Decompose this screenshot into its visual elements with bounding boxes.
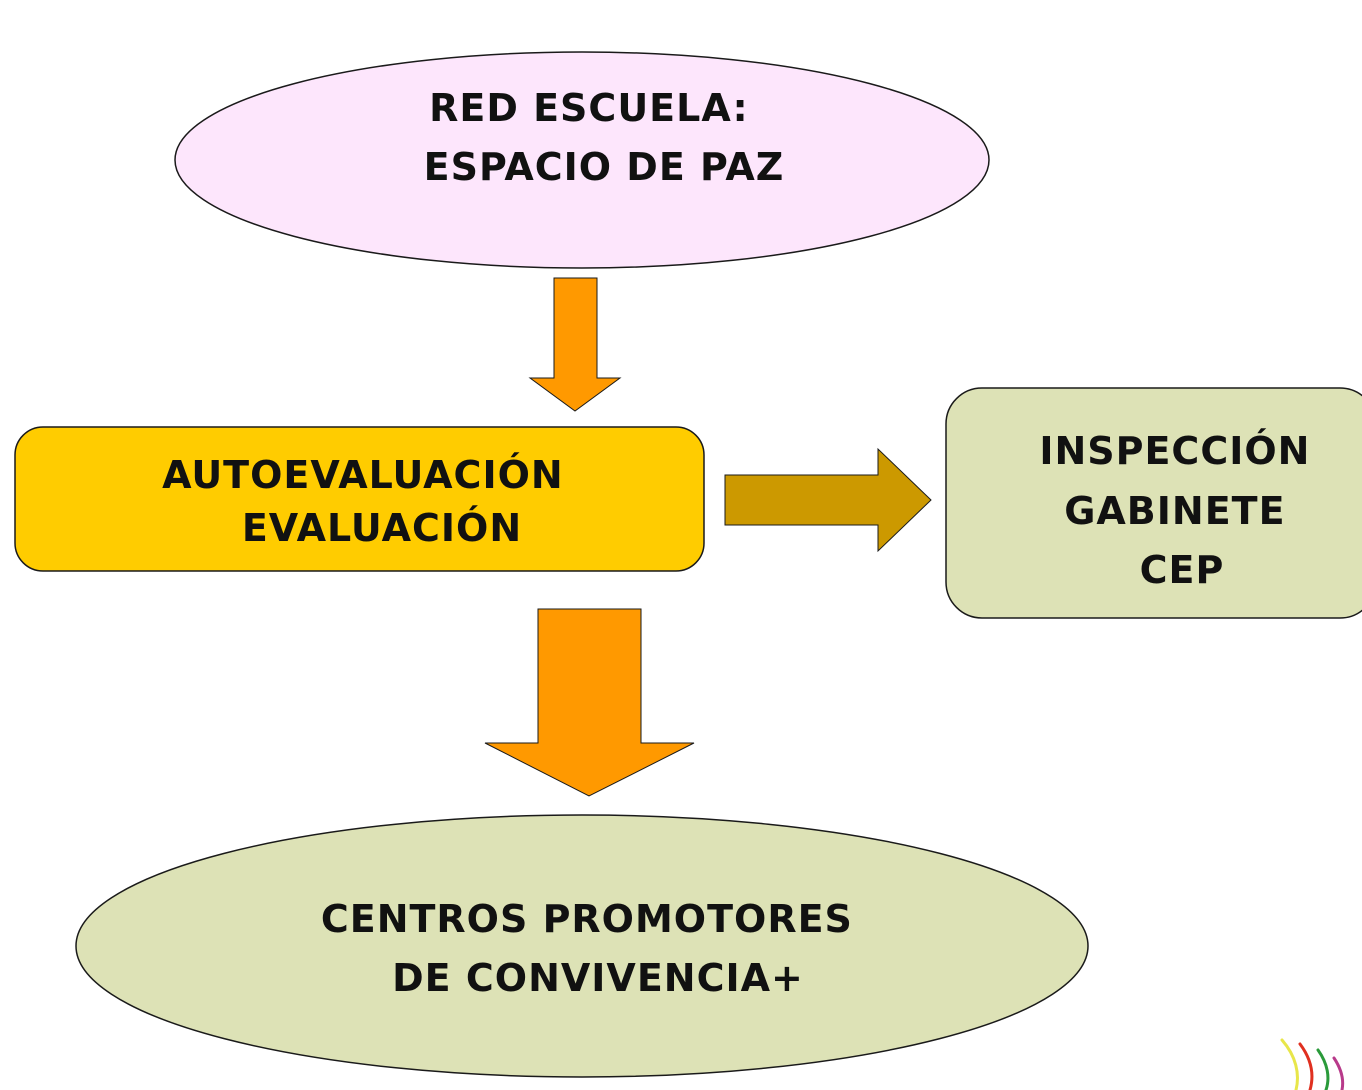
node-centros-promotores-line-2: DE CONVIVENCIA+: [392, 956, 804, 1000]
svg-text:RED ESCUELA: ESPACIO DE: RED ESCUELA: ESPACIO DE PAZ: [424, 86, 785, 189]
arrow-down-1: [528, 277, 622, 412]
node-inspeccion-line-1: INSPECCIÓN: [1039, 429, 1310, 473]
arrow-right: [724, 447, 932, 553]
node-centros-promotores: CENTROS PROMOTORES DE CONVIVENCIA+: [75, 814, 1089, 1078]
svg-text:CENTROS PROMOTORES DE CO: CENTROS PROMOTORES DE CONVIVENCIA+: [321, 897, 867, 1000]
node-autoevaluacion-shape: [14, 426, 705, 572]
node-red-escuela: RED ESCUELA: ESPACIO DE PAZ: [174, 51, 990, 269]
svg-text:INSPECCIÓN GABINETE: INSPECCIÓN GABINETE CEP: [1039, 429, 1324, 592]
node-red-escuela-line-2: ESPACIO DE PAZ: [424, 145, 785, 189]
node-centros-promotores-line-1: CENTROS PROMOTORES: [321, 897, 853, 941]
node-red-escuela-line-1: RED ESCUELA:: [429, 86, 749, 130]
node-red-escuela-shape: [174, 51, 990, 269]
node-inspeccion-line-2: GABINETE: [1064, 489, 1285, 533]
node-autoevaluacion-line-2: EVALUACIÓN: [242, 506, 522, 550]
node-inspeccion: INSPECCIÓN GABINETE CEP: [945, 387, 1362, 619]
arrow-down-2: [484, 608, 695, 797]
node-centros-promotores-shape: [75, 814, 1089, 1078]
node-inspeccion-line-3: CEP: [1140, 548, 1225, 592]
node-autoevaluacion: AUTOEVALUACIÓN EVALUACIÓN: [14, 426, 705, 572]
decorative-swoosh-icon: [1280, 1038, 1345, 1090]
svg-text:AUTOEVALUACIÓN EVALUACIÓ: AUTOEVALUACIÓN EVALUACIÓN: [162, 453, 578, 550]
node-inspeccion-shape: [945, 387, 1362, 619]
node-autoevaluacion-line-1: AUTOEVALUACIÓN: [162, 453, 564, 497]
